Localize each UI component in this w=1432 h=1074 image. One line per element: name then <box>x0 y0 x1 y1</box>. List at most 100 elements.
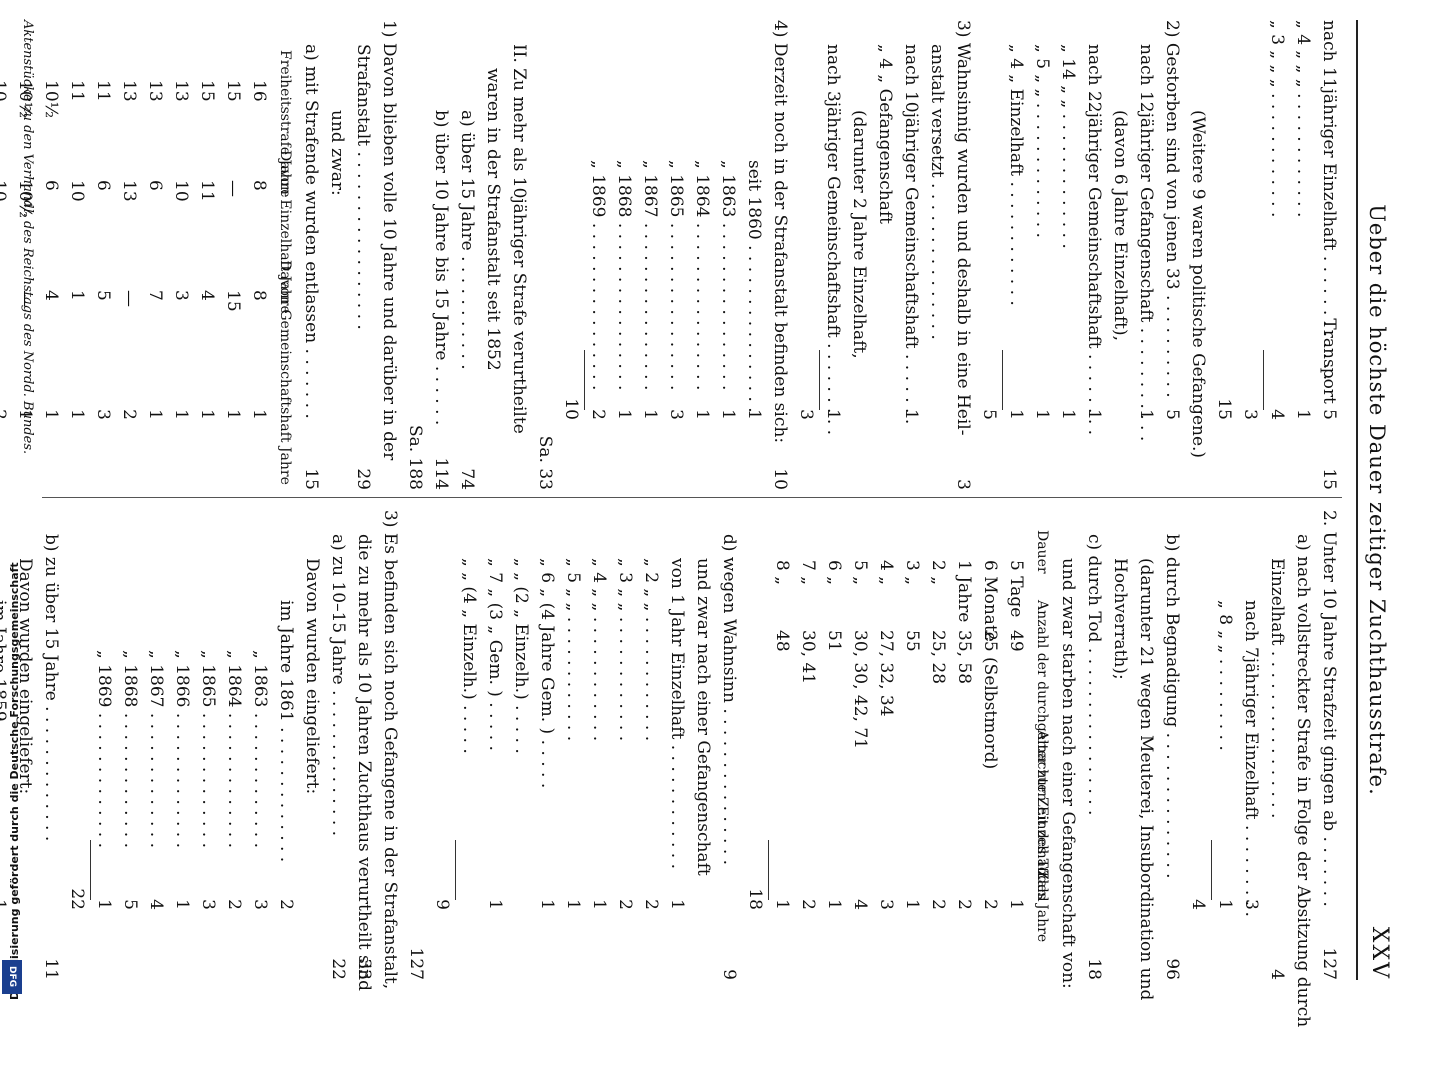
table-cell: 27, 32, 34 <box>876 630 896 717</box>
table-cell: 16 <box>249 80 269 102</box>
page-title: Ueber die höchste Dauer zeitiger Zuchtha… <box>1365 204 1389 796</box>
table-cell: 11 <box>93 80 113 102</box>
text-line: b) durch Begnadigung . . . . . . . . . .… <box>1159 510 1185 980</box>
right-lines-continued: d) wegen Wahnsinn . . . . . . . . . . . … <box>0 510 742 991</box>
table-cell: 1 <box>145 409 165 420</box>
line-text: (darunter 21 wegen Meuterei, Insubordina… <box>1136 558 1156 1001</box>
line-text: „ „ (4 „ Einzelh.) . . . . . <box>459 558 479 754</box>
table-cell: 4 „ <box>876 560 896 586</box>
table-cell: 11 <box>67 80 87 102</box>
subtotal-value: 5 <box>1162 409 1182 420</box>
table-cell: 6 <box>93 180 113 191</box>
subtotal-value: Transport 5 <box>1319 318 1339 420</box>
line-text: „ 1868 . . . . . . . . . . . . . <box>120 650 140 848</box>
left-column: nach 11jähriger Einzelhaft . . . . . . .… <box>0 20 1342 490</box>
table-cell: 11 <box>197 180 217 202</box>
subtotal-value: 1 <box>718 409 738 420</box>
table-cell: 1 <box>171 409 191 420</box>
text-line: „ 1863 . . . . . . . . . . . . .3 <box>247 510 273 980</box>
line-text: „ 7 „ (3 „ Gem. ) . . . . . <box>485 558 505 751</box>
subtotal-value: 3 <box>1241 899 1261 910</box>
subtotal-value: 1 <box>1032 409 1052 420</box>
table-cell: 2 <box>954 899 974 910</box>
subtotal-value: 10 <box>561 398 581 420</box>
line-text: „ 1869 . . . . . . . . . . . . . <box>94 650 114 848</box>
table-cell: 3 „ <box>902 560 922 586</box>
table-cell: 2 <box>928 899 948 910</box>
line-text: im Jahre 1861 . . . . . . . . . . . . . <box>276 600 296 863</box>
text-line: waren in der Strafanstalt seit 1852 <box>480 20 506 490</box>
text-line: 3 <box>793 20 819 490</box>
text-line: „ 4 „ Einzelhaft . . . . . . . . . . . .… <box>1003 20 1029 490</box>
total-value: 74 <box>457 468 477 490</box>
subtotal-value: 3 <box>198 899 218 910</box>
subtotal-value: 1 <box>901 409 921 420</box>
subtotal-value: 1 <box>537 899 557 910</box>
text-line: b) zu über 15 Jahre . . . . . . . . . . … <box>38 510 64 980</box>
text-line: (darunter 21 wegen Meuterei, Insubordina… <box>1133 510 1159 1000</box>
text-line: 10 <box>558 20 584 490</box>
line-text: von 1 Jahr Einzelhaft . . . . . . . . . … <box>667 558 687 869</box>
line-text: 2) Gestorben sind von jenen 33 . . . . .… <box>1162 20 1182 398</box>
text-line: a) über 15 Jahre . . . . . . . . . . .74 <box>454 20 480 490</box>
table-cell: 1 <box>249 409 269 420</box>
text-line: II. Zu mehr als 10jähriger Strafe verurt… <box>506 20 532 490</box>
total-value: 127 <box>406 947 426 980</box>
subtotal-value: 1 <box>1006 409 1026 420</box>
table-cell: 5 Tage <box>1006 560 1026 618</box>
text-line: nach 7jähriger Einzelhaft . . . . . . . … <box>1238 510 1264 980</box>
table-cell: 2 „ <box>928 560 948 586</box>
total-value: 15 <box>1319 468 1339 490</box>
subtotal-value: 2 <box>224 899 244 910</box>
subtotal-value: 15 <box>1214 398 1234 420</box>
text-line: „ 4 „ „ „ . . . . . . . . . . . .1 <box>1290 20 1316 490</box>
subtotal-value: 4 <box>1267 409 1287 420</box>
line-text: (davon 6 Jahre Einzelhaft), <box>1110 110 1130 342</box>
page-header: Ueber die höchste Dauer zeitiger Zuchtha… <box>1356 20 1392 980</box>
text-line: „ 1869 . . . . . . . . . . . . . . . .2 <box>585 20 611 490</box>
text-line: „ 7 „ (3 „ Gem. ) . . . . .1 <box>482 510 508 980</box>
text-line: a) zu 10–15 Jahre . . . . . . . . . . . … <box>325 510 351 980</box>
line-text: „ 5 „ „ . . . . . . . . . . . . . <box>1032 44 1052 238</box>
text-line: Strafanstalt . . . . . . . . . . . . . .… <box>350 20 376 490</box>
line-text: „ 1867 . . . . . . . . . . . . . <box>146 650 166 848</box>
subtotal-value: 1 <box>744 409 764 420</box>
text-line: a) nach vollstreckter Strafe in Folge de… <box>1290 510 1316 1027</box>
subtotal-value: 1 <box>640 409 660 420</box>
total-value: 15 <box>301 468 321 490</box>
table-cell: 10 <box>0 80 9 102</box>
text-line: „ 1867 . . . . . . . . . . . . . . . . 1 <box>637 20 663 490</box>
table-cell: 1 <box>772 899 792 910</box>
column-header: Davon Gemeinschaftshaft Jahre <box>277 260 293 485</box>
line-text: „ 14 „ „ . . . . . . . . . . . . . <box>1058 44 1078 249</box>
line-text: nach 12jähriger Gefangenschaft . . . . .… <box>1136 44 1156 442</box>
table-cell: 2 <box>798 899 818 910</box>
subtotal-value: 1 <box>1136 409 1156 420</box>
table-cell: 1 <box>902 899 922 910</box>
text-line: Davon wurden eingeliefert: <box>299 510 325 980</box>
subtotal-value: 1 <box>1293 409 1313 420</box>
table-cell: 5 „ <box>850 560 870 586</box>
text-line: a) mit Strafende wurden entlassen . . . … <box>298 20 324 490</box>
total-value: 29 <box>353 468 373 490</box>
text-line: die zu mehr als 10 Jahren Zuchthaus veru… <box>351 510 377 991</box>
table-cell: — <box>0 290 12 307</box>
line-text: und zwar starben nach einer Gefangenscha… <box>1058 558 1078 989</box>
line-text: „ 1867 . . . . . . . . . . . . . . . . <box>640 160 660 391</box>
table-cell: 13 <box>119 80 139 102</box>
text-line: von 1 Jahr Einzelhaft . . . . . . . . . … <box>664 510 690 980</box>
text-line: 3 <box>1237 20 1263 490</box>
table-cell: 1 <box>197 409 217 420</box>
table-cell: 8 <box>249 180 269 191</box>
line-text: b) durch Begnadigung . . . . . . . . . .… <box>1162 534 1182 879</box>
subtotal-value: 5 <box>120 899 140 910</box>
